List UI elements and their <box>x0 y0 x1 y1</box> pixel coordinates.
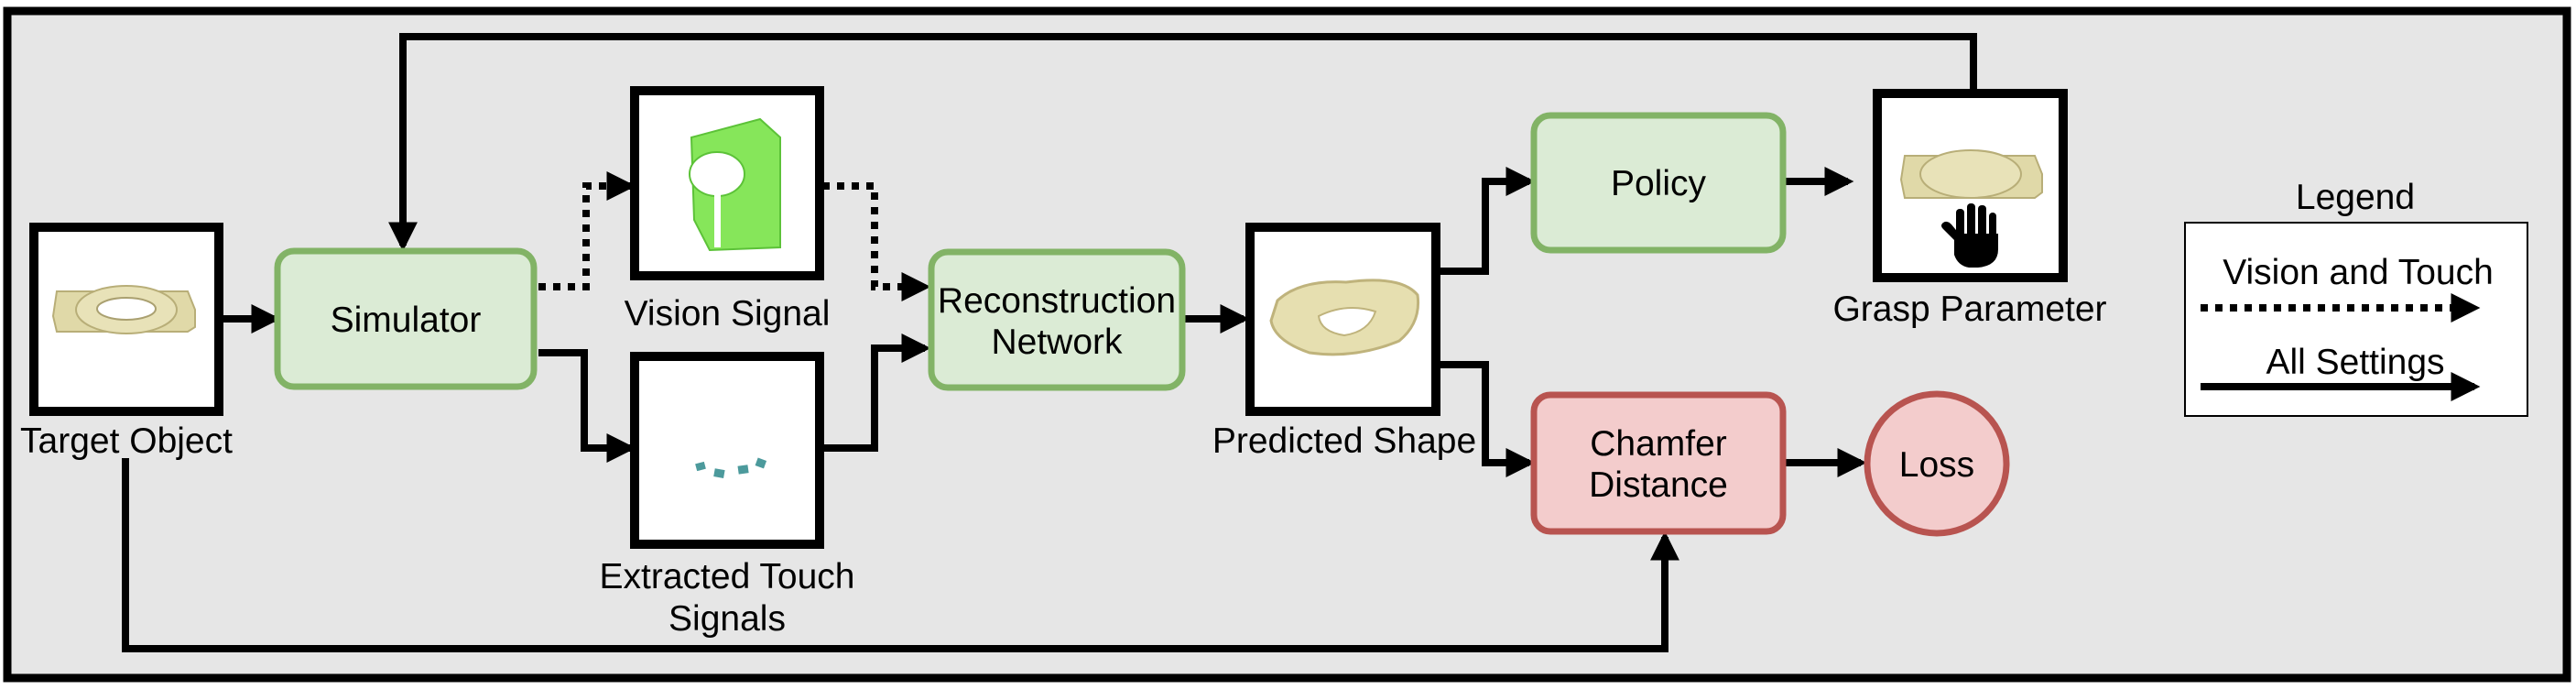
touch-signals-image <box>695 457 767 478</box>
arrow-shape-to-policy <box>1438 167 1536 275</box>
hand-icon <box>1941 203 1998 268</box>
target-object-node: Target Object <box>20 223 233 461</box>
connections <box>122 33 1977 652</box>
grasp-parameter-label: Grasp Parameter <box>1832 290 2106 329</box>
legend-title: Legend <box>2296 178 2415 217</box>
arrow-grasp-to-simulator <box>388 33 1977 252</box>
arrow-simulator-to-touch <box>538 349 636 463</box>
policy-node: Policy <box>1530 112 1787 254</box>
touch-signals-label-line2: Signals <box>668 599 786 639</box>
policy-label: Policy <box>1611 164 1707 203</box>
loss-node: Loss <box>1864 390 2010 537</box>
arrow-shape-to-chamfer <box>1438 361 1536 477</box>
vision-signal-image <box>689 117 781 252</box>
arrow-touch-to-reconstruction <box>822 334 931 452</box>
vision-signal-node: Vision Signal <box>625 86 831 334</box>
predicted-shape-label: Predicted Shape <box>1212 421 1476 461</box>
legend-vision-touch-label: Vision and Touch <box>2223 253 2494 292</box>
simulator-label: Simulator <box>331 301 482 340</box>
arrow-vision-to-reconstruction <box>822 182 931 301</box>
touch-signals-node: Extracted Touch Signals <box>600 352 855 639</box>
legend-all-settings-label: All Settings <box>2266 343 2444 382</box>
touch-signals-label-line1: Extracted Touch <box>600 557 855 596</box>
predicted-shape-image <box>1269 279 1420 356</box>
chamfer-label-line2: Distance <box>1589 465 1728 505</box>
reconstruction-label-line2: Network <box>991 323 1123 362</box>
reconstruction-network-node: Reconstruction Network <box>928 248 1186 391</box>
legend: Legend Vision and Touch All Settings <box>2184 178 2528 417</box>
simulator-node: Simulator <box>274 247 538 390</box>
target-object-label: Target Object <box>20 421 233 461</box>
grasp-parameter-node: Grasp Parameter <box>1832 89 2107 329</box>
vision-signal-label: Vision Signal <box>625 294 831 334</box>
chamfer-label-line1: Chamfer <box>1590 424 1727 464</box>
target-object-image <box>51 285 196 334</box>
predicted-shape-node: Predicted Shape <box>1212 223 1476 461</box>
chamfer-distance-node: Chamfer Distance <box>1530 391 1787 535</box>
grasp-parameter-image <box>1899 149 2043 199</box>
loss-label: Loss <box>1899 445 1974 485</box>
arrow-target-to-chamfer <box>122 458 1679 652</box>
reconstruction-label-line1: Reconstruction <box>938 281 1176 321</box>
